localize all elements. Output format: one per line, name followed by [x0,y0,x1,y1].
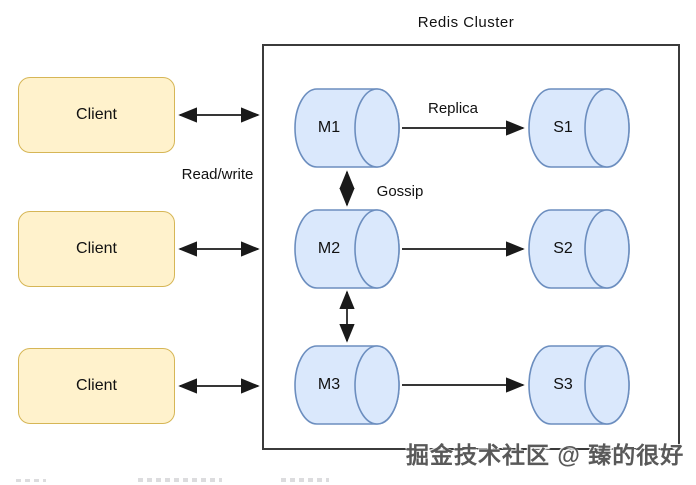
client-node-2: Client [18,211,175,287]
diagram-title: Redis Cluster [417,14,515,31]
slave-node-label: S2 [553,240,573,257]
master-node-m3: M3 [294,345,400,425]
master-node-label: M1 [317,119,341,136]
master-node-m1: M1 [294,88,400,168]
watermark: 掘金技术社区 @ 臻的很好 [406,442,685,468]
slave-node-s1: S1 [528,88,630,168]
client-node-label: Client [76,377,117,394]
master-node-m2: M2 [294,209,400,289]
clipped-text-fragment [281,478,329,482]
cylinder-icon [528,209,630,289]
client-node-3: Client [18,348,175,424]
clipped-text-fragment [138,478,222,482]
client-node-label: Client [76,240,117,257]
redis-cluster-boundary [262,44,680,450]
cylinder-icon [528,88,630,168]
cylinder-icon [294,88,400,168]
client-node-1: Client [18,77,175,153]
replica-label: Replica [427,100,479,117]
cylinder-icon [294,345,400,425]
cylinder-icon [528,345,630,425]
slave-node-s3: S3 [528,345,630,425]
cylinder-icon [294,209,400,289]
clipped-text-fragment [16,479,46,482]
slave-node-label: S3 [553,376,573,393]
slave-node-s2: S2 [528,209,630,289]
slave-node-label: S1 [553,119,573,136]
master-node-label: M3 [317,376,341,393]
read-write-label: Read/write [181,166,254,183]
master-node-label: M2 [317,240,341,257]
client-node-label: Client [76,106,117,123]
gossip-label: Gossip [376,183,424,200]
